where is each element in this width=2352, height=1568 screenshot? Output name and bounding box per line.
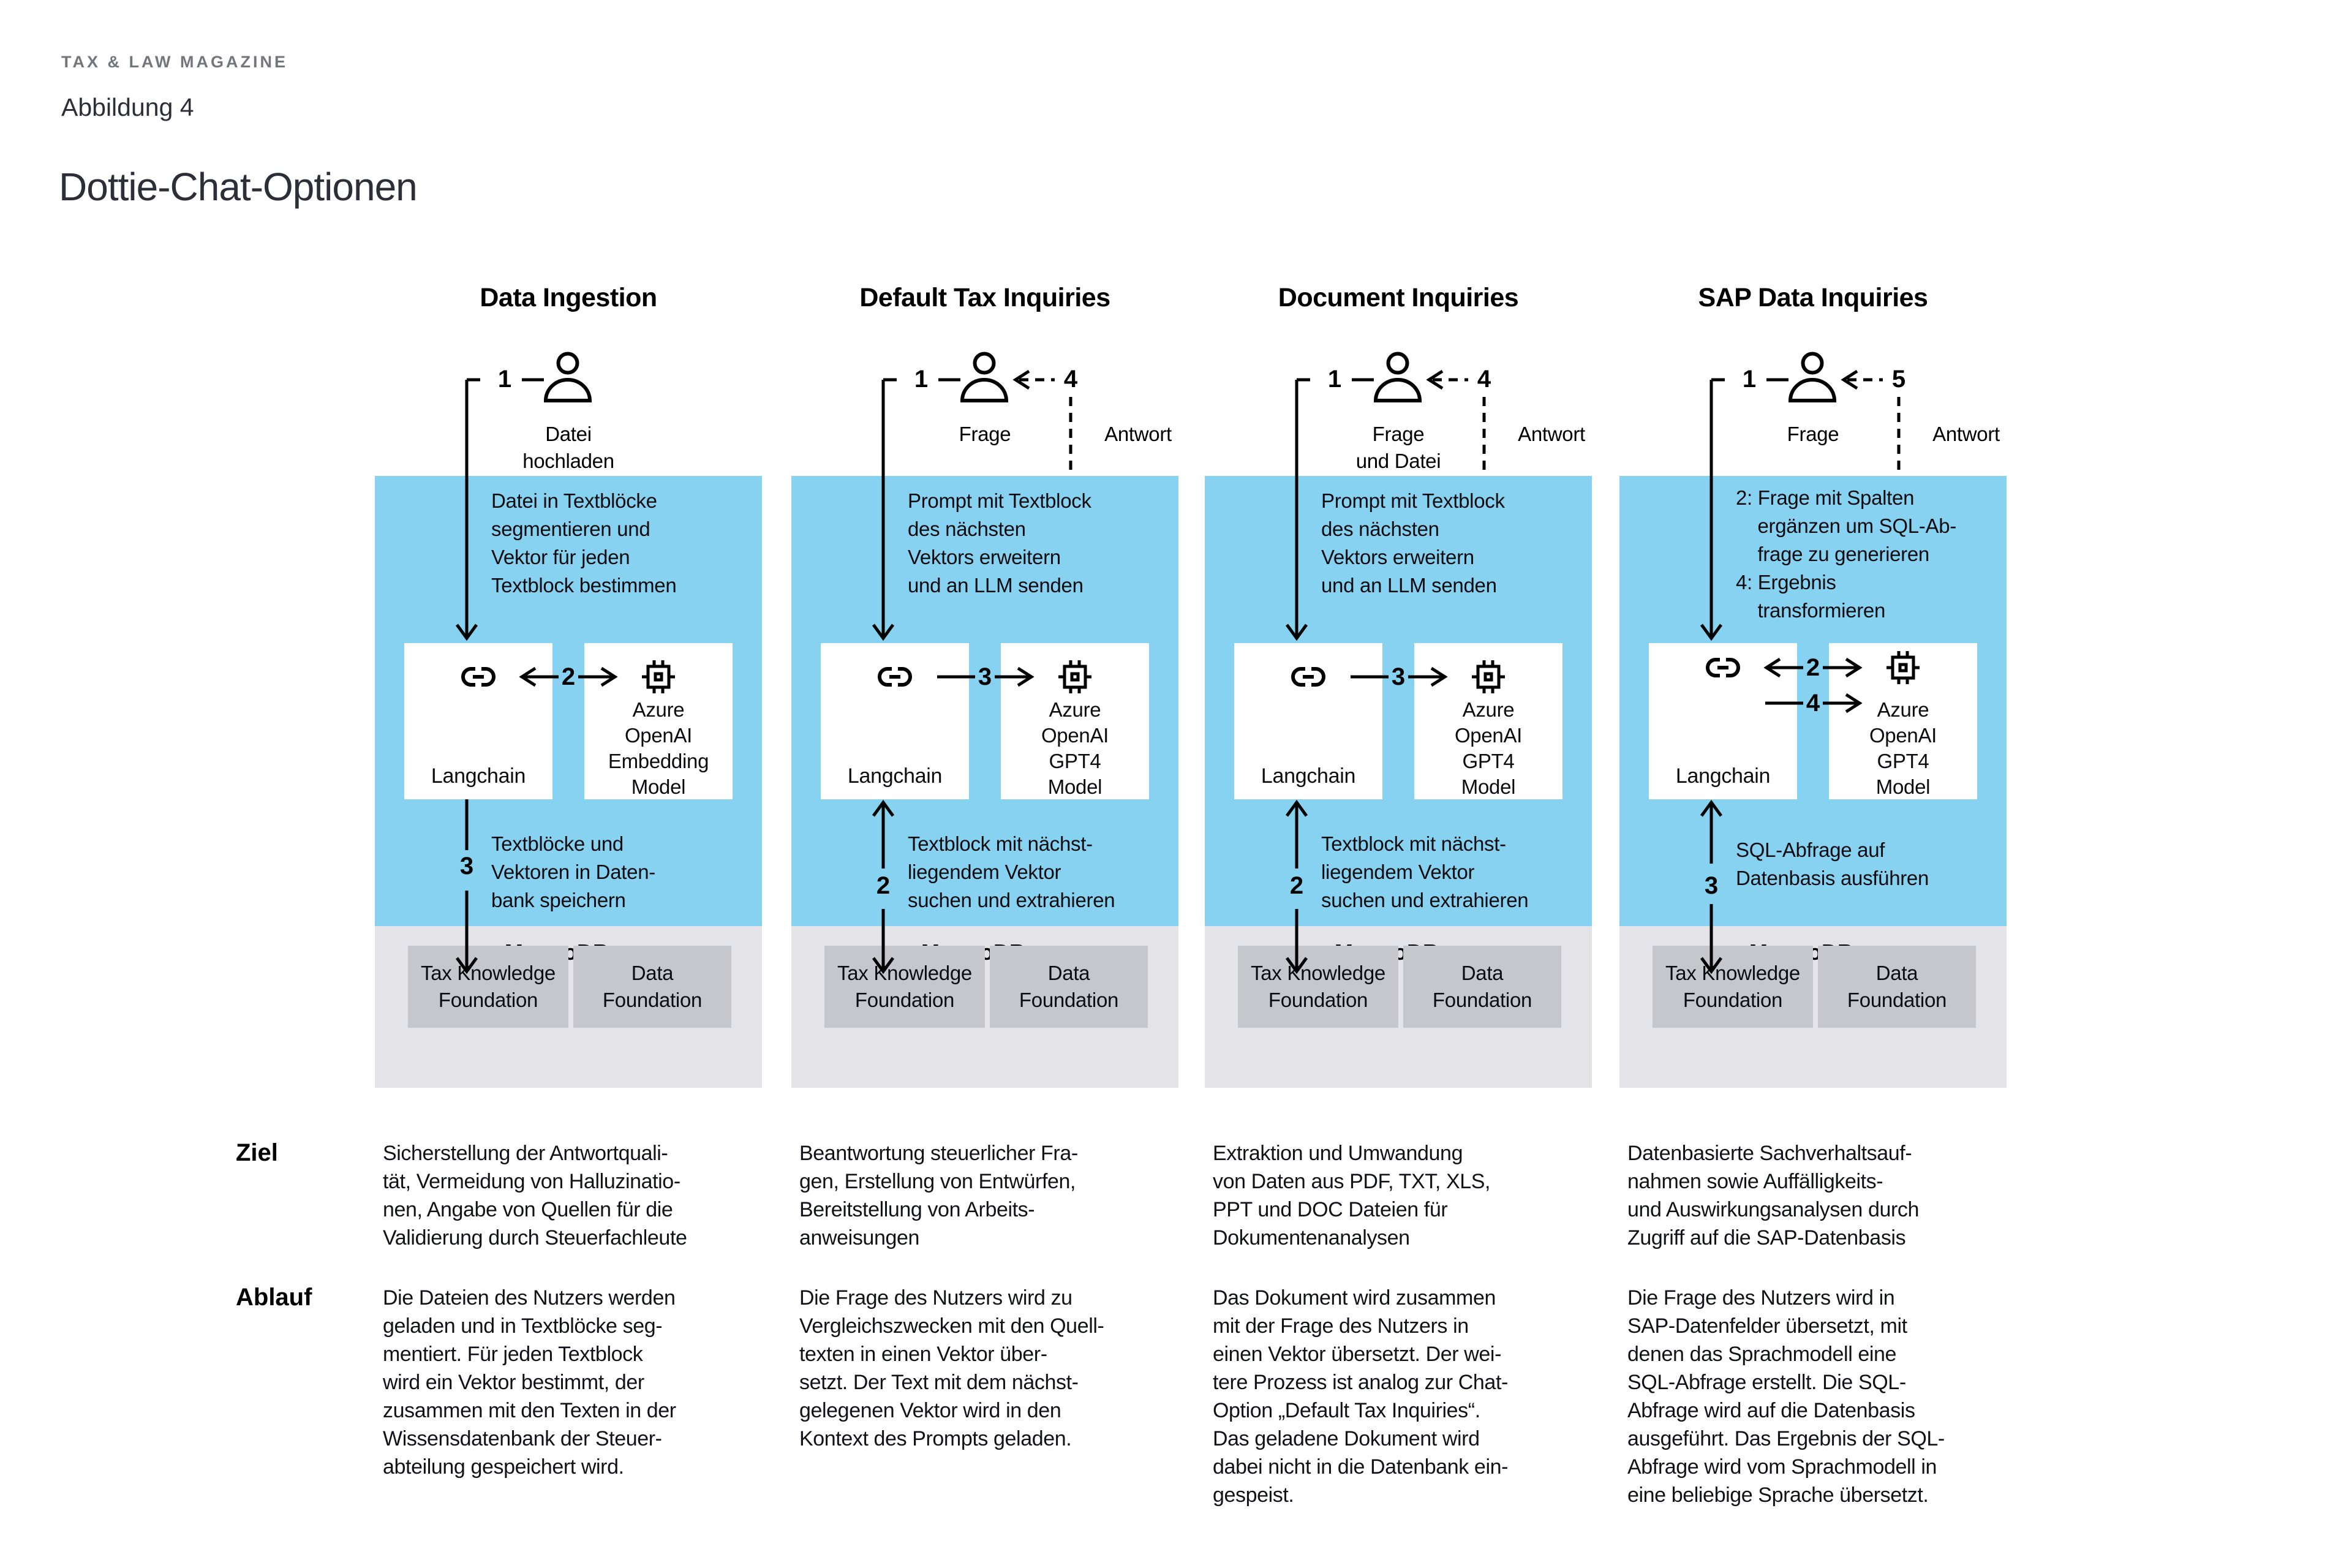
- step-number-mid-2: 4: [1806, 690, 1820, 717]
- process-top-text: 2: Frage mit Spalten ergänzen um SQL-Ab-…: [1736, 486, 1956, 622]
- langchain-label: Langchain: [431, 764, 526, 788]
- answer-label: Antwort: [1518, 423, 1585, 445]
- data-foundation-box: Data Foundation: [1818, 946, 1976, 1028]
- page-title: Dottie-Chat-Optionen: [59, 165, 418, 209]
- ablauf-text-document-inquiries: Das Dokument wird zusammen mit der Frage…: [1213, 1286, 1509, 1507]
- step-number-mid: 2: [1806, 654, 1820, 681]
- request-label: Frage: [959, 423, 1011, 445]
- step-number-mid: 2: [561, 663, 576, 690]
- process-top-text: Prompt mit Textblock des nächsten Vektor…: [908, 489, 1091, 597]
- ablauf-text-data-ingestion: Die Dateien des Nutzers werden geladen u…: [383, 1286, 676, 1479]
- chip-icon: [640, 658, 677, 698]
- data-foundation-box: Data Foundation: [573, 946, 731, 1028]
- step-number-mid: 3: [978, 663, 992, 690]
- column-title: SAP Data Inquiries: [1698, 283, 1928, 312]
- model-label: Azure OpenAI GPT4 Model: [1454, 698, 1523, 798]
- langchain-box: [1234, 643, 1382, 799]
- tax-knowledge-foundation-box: Tax Knowledge Foundation: [1238, 946, 1398, 1028]
- column-title: Data Ingestion: [480, 283, 657, 312]
- step-number-out: 5: [1891, 366, 1906, 393]
- data-foundation-box: Data Foundation: [990, 946, 1148, 1028]
- ziel-text-data-ingestion: Sicherstellung der Antwortquali- tät, Ve…: [383, 1142, 687, 1250]
- user-person-icon: [1784, 350, 1841, 407]
- step-number-in: 1: [1742, 366, 1757, 393]
- row-label-ziel: Ziel: [236, 1139, 278, 1166]
- ablauf-text-sap-data-inquiries: Die Frage des Nutzers wird in SAP-Datenf…: [1627, 1286, 1945, 1507]
- step-number-in: 1: [914, 366, 929, 393]
- data-foundation-box: Data Foundation: [1403, 946, 1561, 1028]
- model-label: Azure OpenAI GPT4 Model: [1869, 698, 1937, 798]
- langchain-box: [821, 643, 969, 799]
- column-default-tax-inquiries: Default Tax Inquiries 1 4 Frage Antwort …: [791, 270, 1178, 1088]
- row-label-ablauf: Ablauf: [236, 1284, 312, 1311]
- step-number-bottom: 3: [459, 853, 474, 880]
- step-number-mid: 3: [1391, 663, 1406, 690]
- user-person-icon: [1370, 350, 1426, 407]
- step-number-out: 4: [1477, 366, 1491, 393]
- process-top-text: Prompt mit Textblock des nächsten Vektor…: [1321, 489, 1505, 597]
- process-bottom-text: Textblock mit nächst- liegendem Vektor s…: [908, 832, 1115, 911]
- chip-icon: [1470, 658, 1507, 698]
- magazine-kicker: TAX & LAW MAGAZINE: [61, 53, 288, 71]
- model-label: Azure OpenAI Embedding Model: [608, 698, 709, 798]
- chip-icon: [1057, 658, 1093, 698]
- chain-link-icon: [1703, 655, 1743, 683]
- langchain-label: Langchain: [1675, 764, 1771, 788]
- process-bottom-text: SQL-Abfrage auf Datenbasis ausführen: [1736, 839, 1929, 889]
- ziel-text-document-inquiries: Extraktion und Umwandung von Daten aus P…: [1213, 1142, 1491, 1250]
- step-number-bottom: 2: [876, 872, 891, 899]
- tax-knowledge-foundation-box: Tax Knowledge Foundation: [408, 946, 568, 1028]
- langchain-label: Langchain: [847, 764, 943, 788]
- column-document-inquiries: Document Inquiries 1 4 Frage und Datei A…: [1205, 270, 1592, 1088]
- user-person-icon: [540, 350, 596, 407]
- column-data-ingestion: Data Ingestion 1 Datei hochladen Datei i…: [375, 270, 762, 1088]
- model-label: Azure OpenAI GPT4 Model: [1041, 698, 1109, 798]
- step-number-out: 4: [1063, 366, 1078, 393]
- chain-link-icon: [1289, 665, 1328, 692]
- column-title: Default Tax Inquiries: [859, 283, 1110, 312]
- process-bottom-text: Textblöcke und Vektoren in Daten- bank s…: [491, 832, 655, 911]
- step-number-bottom: 2: [1289, 872, 1304, 899]
- column-sap-data-inquiries: SAP Data Inquiries 1 5 Frage Antwort 2: …: [1619, 270, 2007, 1088]
- process-bottom-text: Textblock mit nächst- liegendem Vektor s…: [1321, 832, 1529, 911]
- request-label: Datei hochladen: [522, 423, 614, 472]
- ziel-text-default-tax-inquiries: Beantwortung steuerlicher Fra- gen, Erst…: [799, 1142, 1078, 1250]
- step-number-bottom: 3: [1704, 872, 1719, 899]
- ablauf-text-default-tax-inquiries: Die Frage des Nutzers wird zu Vergleichs…: [799, 1286, 1104, 1450]
- step-number-in: 1: [497, 366, 512, 393]
- figure-label: Abbildung 4: [61, 93, 194, 121]
- ziel-text-sap-data-inquiries: Datenbasierte Sachverhaltsauf- nahmen so…: [1627, 1142, 1920, 1250]
- process-top-text: Datei in Textblöcke segmentieren und Vek…: [491, 489, 677, 597]
- answer-label: Antwort: [1104, 423, 1172, 445]
- chain-link-icon: [459, 665, 498, 692]
- step-number-in: 1: [1327, 366, 1342, 393]
- chain-link-icon: [875, 665, 914, 692]
- langchain-label: Langchain: [1261, 764, 1356, 788]
- tax-knowledge-foundation-box: Tax Knowledge Foundation: [824, 946, 985, 1028]
- chip-icon: [1885, 649, 1921, 689]
- tax-knowledge-foundation-box: Tax Knowledge Foundation: [1653, 946, 1813, 1028]
- request-label: Frage: [1787, 423, 1839, 445]
- answer-label: Antwort: [1932, 423, 2000, 445]
- user-person-icon: [956, 350, 1012, 407]
- column-title: Document Inquiries: [1278, 283, 1519, 312]
